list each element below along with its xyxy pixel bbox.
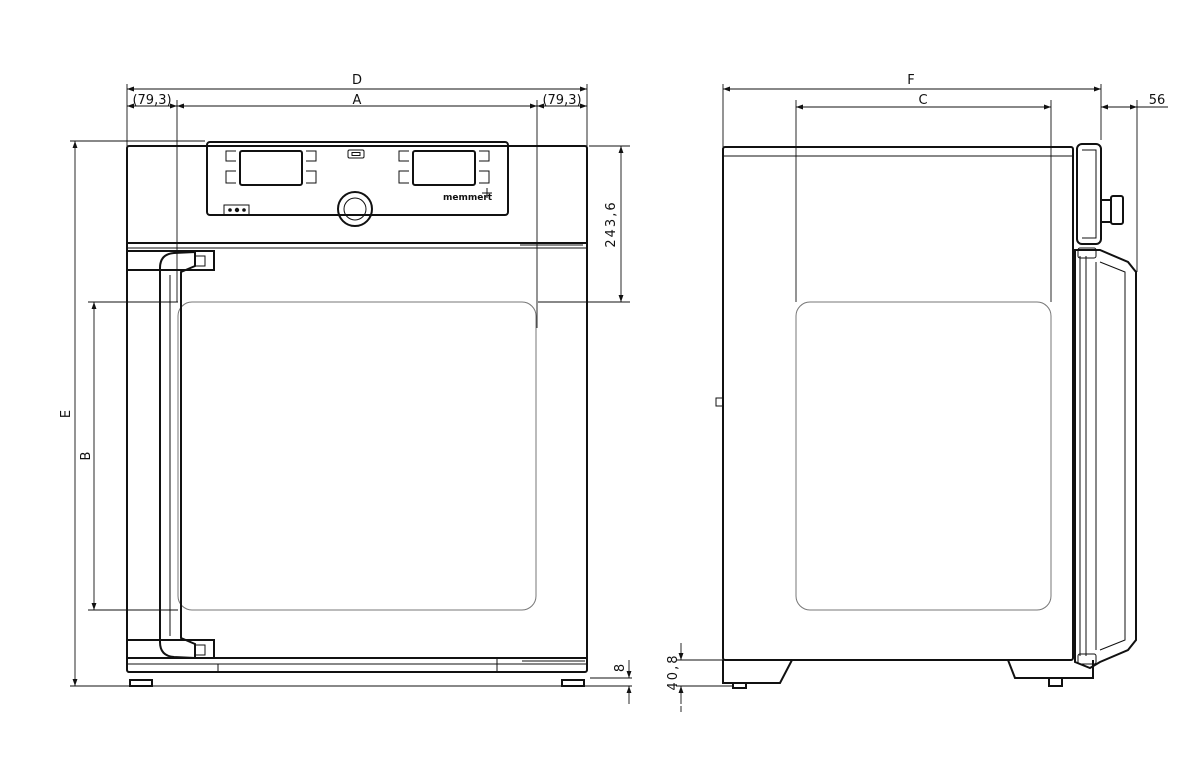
hinge-top (127, 250, 215, 271)
dim-label-A: A (353, 93, 362, 108)
brand-logo: memmert (443, 193, 493, 203)
door-window (177, 301, 537, 611)
front-view: memmert (59, 73, 632, 704)
dim-label-panel-height: 243,6 (604, 200, 619, 247)
side-base-rear (1007, 659, 1094, 679)
door-handle (159, 250, 196, 660)
dim-label-F: F (907, 73, 914, 88)
side-base-front (722, 659, 793, 684)
dim-label-E: E (59, 410, 74, 418)
side-door-profile (1074, 249, 1137, 670)
status-icon (347, 149, 365, 159)
dim-label-D: D (352, 73, 362, 88)
hinge-bottom (127, 639, 215, 659)
control-panel (206, 141, 509, 216)
side-view: F C 56 40,8 (666, 73, 1168, 712)
dim-label-right-offset: (79,3) (542, 93, 581, 108)
side-window (795, 301, 1052, 611)
foot-left (129, 679, 153, 687)
front-housing (126, 145, 588, 673)
dim-label-depth-extra: 56 (1149, 93, 1166, 108)
dim-label-foot-height: 8 (613, 664, 628, 672)
display-right (412, 150, 476, 186)
control-knob (337, 191, 373, 227)
side-housing (722, 146, 1074, 661)
dim-label-C: C (918, 93, 927, 108)
dim-label-B: B (79, 452, 94, 461)
foot-right (561, 679, 585, 687)
function-buttons (223, 204, 250, 216)
dim-label-left-offset: (79,3) (132, 93, 171, 108)
dim-label-side-foot-height: 40,8 (666, 654, 681, 691)
side-panel-profile (1076, 143, 1102, 245)
display-left (239, 150, 303, 186)
